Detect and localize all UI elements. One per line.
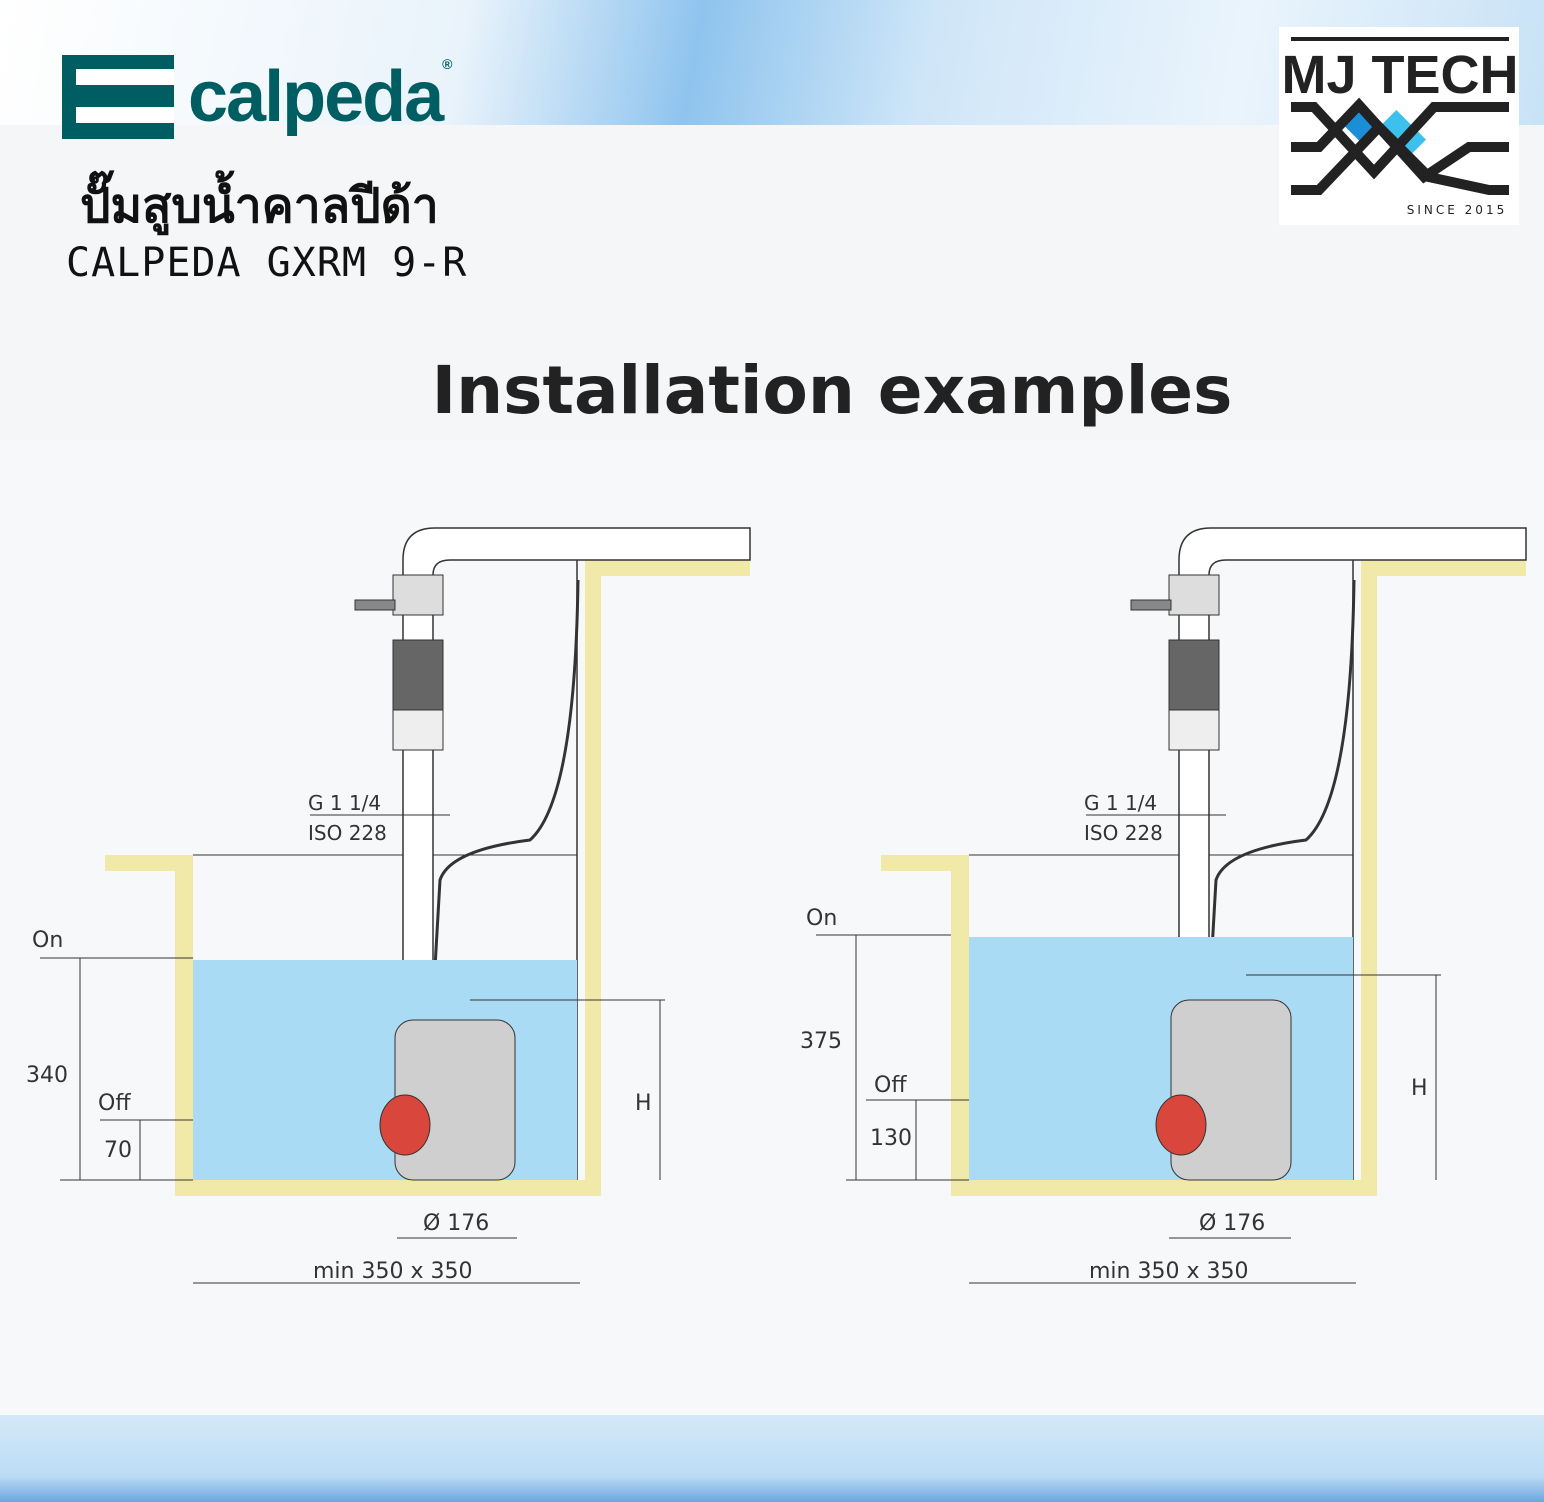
diameter-label-1: Ø 176: [423, 1211, 489, 1236]
diagram-1: G 1 1/4 ISO 228 On Off 340 70 H Ø 176 mi…: [26, 526, 752, 1284]
mj-tech-logo: MJ TECH SINCE 2015: [1279, 27, 1519, 225]
registered-mark: ®: [442, 56, 452, 72]
calpeda-logo: calpeda®: [62, 55, 453, 139]
model-name: CALPEDA GXRM 9-R: [66, 240, 468, 286]
off-height-2: 130: [870, 1126, 912, 1151]
on-label-1: On: [32, 928, 63, 953]
on-label-2: On: [806, 906, 837, 931]
off-height-1: 70: [104, 1138, 132, 1163]
section-title: Installation examples: [431, 352, 1233, 429]
footer-background: [0, 1415, 1544, 1502]
since-text: SINCE 2015: [1407, 203, 1507, 217]
diameter-label-2: Ø 176: [1199, 1211, 1265, 1236]
off-label-1: Off: [98, 1091, 131, 1116]
mj-tech-text: MJ TECH: [1281, 45, 1518, 105]
thai-title: ปั๊มสูบน้ำคาลปีด้า: [80, 178, 439, 234]
water-1: [193, 960, 577, 1180]
off-label-2: Off: [874, 1073, 907, 1098]
thread-label-1: G 1 1/4: [308, 791, 381, 815]
calpeda-logo-mark: [62, 55, 174, 139]
thread-label-2: G 1 1/4: [1084, 791, 1157, 815]
iso-label-1: ISO 228: [308, 821, 387, 845]
pit-size-label-1: min 350 x 350: [313, 1259, 472, 1284]
h-label-2: H: [1411, 1076, 1428, 1101]
on-height-2: 375: [800, 1029, 842, 1054]
installation-diagrams: G 1 1/4 ISO 228 On Off 340 70 H Ø 176 mi…: [26, 526, 1528, 1284]
on-height-1: 340: [26, 1063, 68, 1088]
brand-name: calpeda: [188, 57, 444, 137]
pit-size-label-2: min 350 x 350: [1089, 1259, 1248, 1284]
h-label-1: H: [635, 1091, 652, 1116]
iso-label-2: ISO 228: [1084, 821, 1163, 845]
diagram-2: G 1 1/4 ISO 228 On Off 375 130 H Ø 176 m…: [800, 526, 1528, 1284]
calpeda-logo-text: calpeda®: [188, 56, 453, 138]
